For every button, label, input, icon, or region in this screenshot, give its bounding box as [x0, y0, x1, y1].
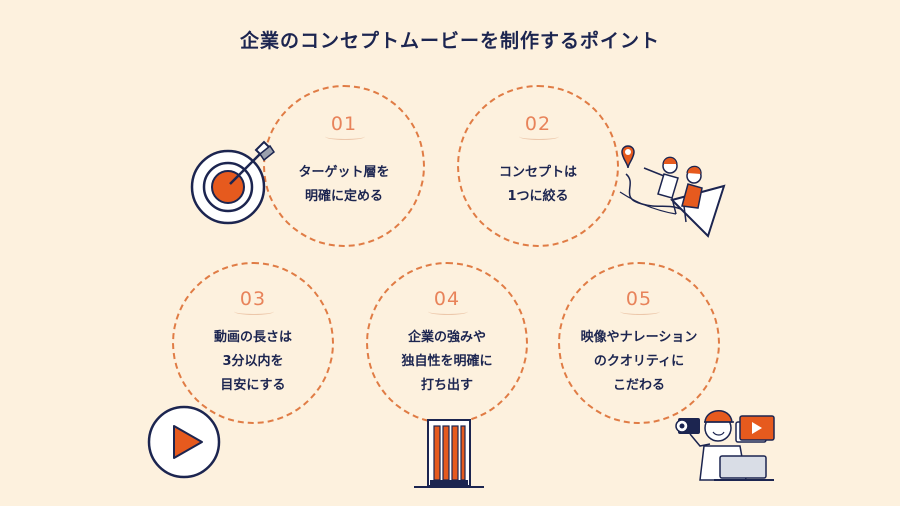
target-icon [186, 138, 282, 228]
number-underline [234, 308, 274, 315]
point-line: 打ち出す [420, 378, 473, 393]
point-line: 動画の長さは [213, 330, 292, 345]
point-number: 04 [433, 288, 461, 310]
point-text: 映像やナレーション のクオリティに こだわる [560, 326, 718, 398]
number-underline [519, 133, 559, 140]
point-line: 明確に定める [304, 189, 383, 204]
number-underline [428, 308, 468, 315]
point-line: ターゲット層を [298, 165, 390, 180]
point-text: 動画の長さは 3分以内を 目安にする [174, 326, 332, 398]
point-line: 独自性を明確に [401, 354, 493, 369]
point-line: のクオリティに [593, 354, 685, 369]
point-circle-02: 02 コンセプトは 1つに絞る [457, 85, 619, 247]
number-underline [620, 308, 660, 315]
point-line: 3分以内を [222, 354, 284, 369]
point-line: 目安にする [220, 378, 286, 393]
point-line: こだわる [612, 378, 665, 393]
point-circle-04: 04 企業の強みや 独自性を明確に 打ち出す [366, 262, 528, 424]
point-circle-01: 01 ターゲット層を 明確に定める [263, 85, 425, 247]
point-line: 1つに絞る [507, 189, 569, 204]
point-number: 01 [330, 113, 358, 135]
point-number: 03 [239, 288, 267, 310]
point-text: 企業の強みや 独自性を明確に 打ち出す [368, 326, 526, 398]
number-underline [325, 133, 365, 140]
point-number: 02 [524, 113, 552, 135]
page-title: 企業のコンセプトムービーを制作するポイント [239, 30, 660, 52]
travelers-illustration [612, 140, 728, 244]
point-text: コンセプトは 1つに絞る [459, 161, 617, 209]
videographer-illustration [670, 396, 782, 484]
point-line: 企業の強みや [407, 330, 486, 345]
point-number: 05 [625, 288, 653, 310]
point-circle-05: 05 映像やナレーション のクオリティに こだわる [558, 262, 720, 424]
building-icon [412, 416, 486, 492]
play-icon [146, 404, 222, 480]
point-circle-03: 03 動画の長さは 3分以内を 目安にする [172, 262, 334, 424]
point-line: コンセプトは [498, 165, 577, 180]
point-text: ターゲット層を 明確に定める [265, 161, 423, 209]
point-line: 映像やナレーション [580, 330, 698, 345]
